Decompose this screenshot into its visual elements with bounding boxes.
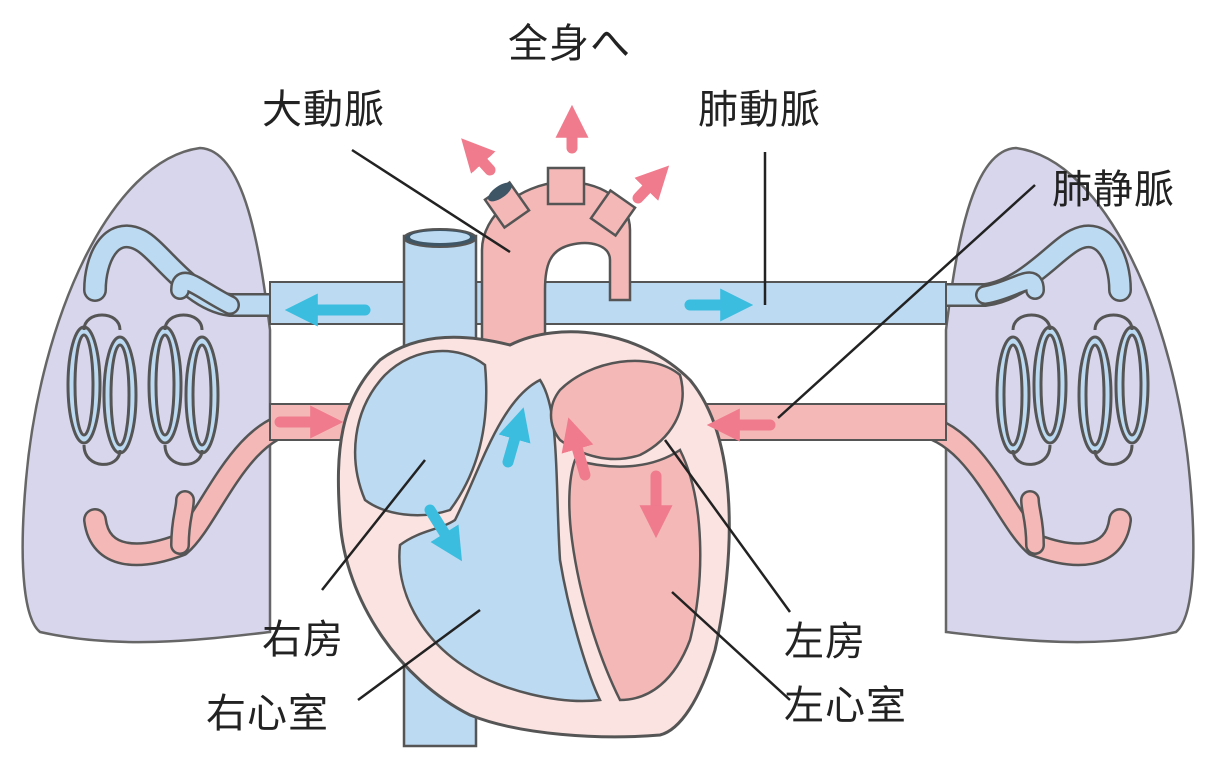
arrow-ra-to-rv — [424, 504, 462, 562]
leader-left-atrium — [663, 439, 792, 613]
heart — [336, 330, 731, 739]
label-aorta: 大動脈 — [262, 87, 385, 133]
right-lung-arteries — [588, 224, 1132, 307]
pulmonary-trunk — [269, 281, 947, 325]
arrow-up-left — [461, 138, 496, 176]
leader-right-ventricle — [357, 608, 481, 702]
label-left-atrium: 左房 — [784, 619, 866, 665]
leader-left-ventricle — [671, 591, 791, 701]
leader-lines — [321, 148, 1036, 702]
label-right-atrium: 右房 — [262, 617, 344, 663]
arrow-lv-to-aorta — [561, 417, 594, 481]
label-to-body: 全身へ — [508, 21, 631, 67]
left-lung — [21, 146, 272, 644]
leader-aorta — [351, 148, 511, 254]
label-pulmonary-vein: 肺静脈 — [1052, 167, 1175, 213]
arrow-up-right — [632, 165, 670, 204]
flow-arrows — [274, 104, 776, 562]
leader-right-atrium — [321, 459, 426, 591]
left-lung-capillaries — [66, 313, 220, 466]
leader-pulmonary-vein — [777, 184, 1036, 419]
right-atrium-chamber — [354, 349, 488, 517]
right-ventricle-chamber — [398, 378, 602, 703]
right-lung-capillaries — [995, 313, 1150, 466]
label-pulmonary-artery: 肺動脈 — [698, 87, 821, 133]
left-lung-veins — [83, 410, 372, 567]
aortic-arch — [480, 166, 637, 352]
label-left-ventricle: 左心室 — [784, 683, 907, 729]
arrow-rv-to-pa — [498, 407, 531, 468]
right-lung-veins — [688, 413, 1132, 567]
left-lung-arteries — [83, 224, 422, 317]
label-right-ventricle: 右心室 — [206, 691, 329, 737]
right-lung — [944, 146, 1195, 644]
